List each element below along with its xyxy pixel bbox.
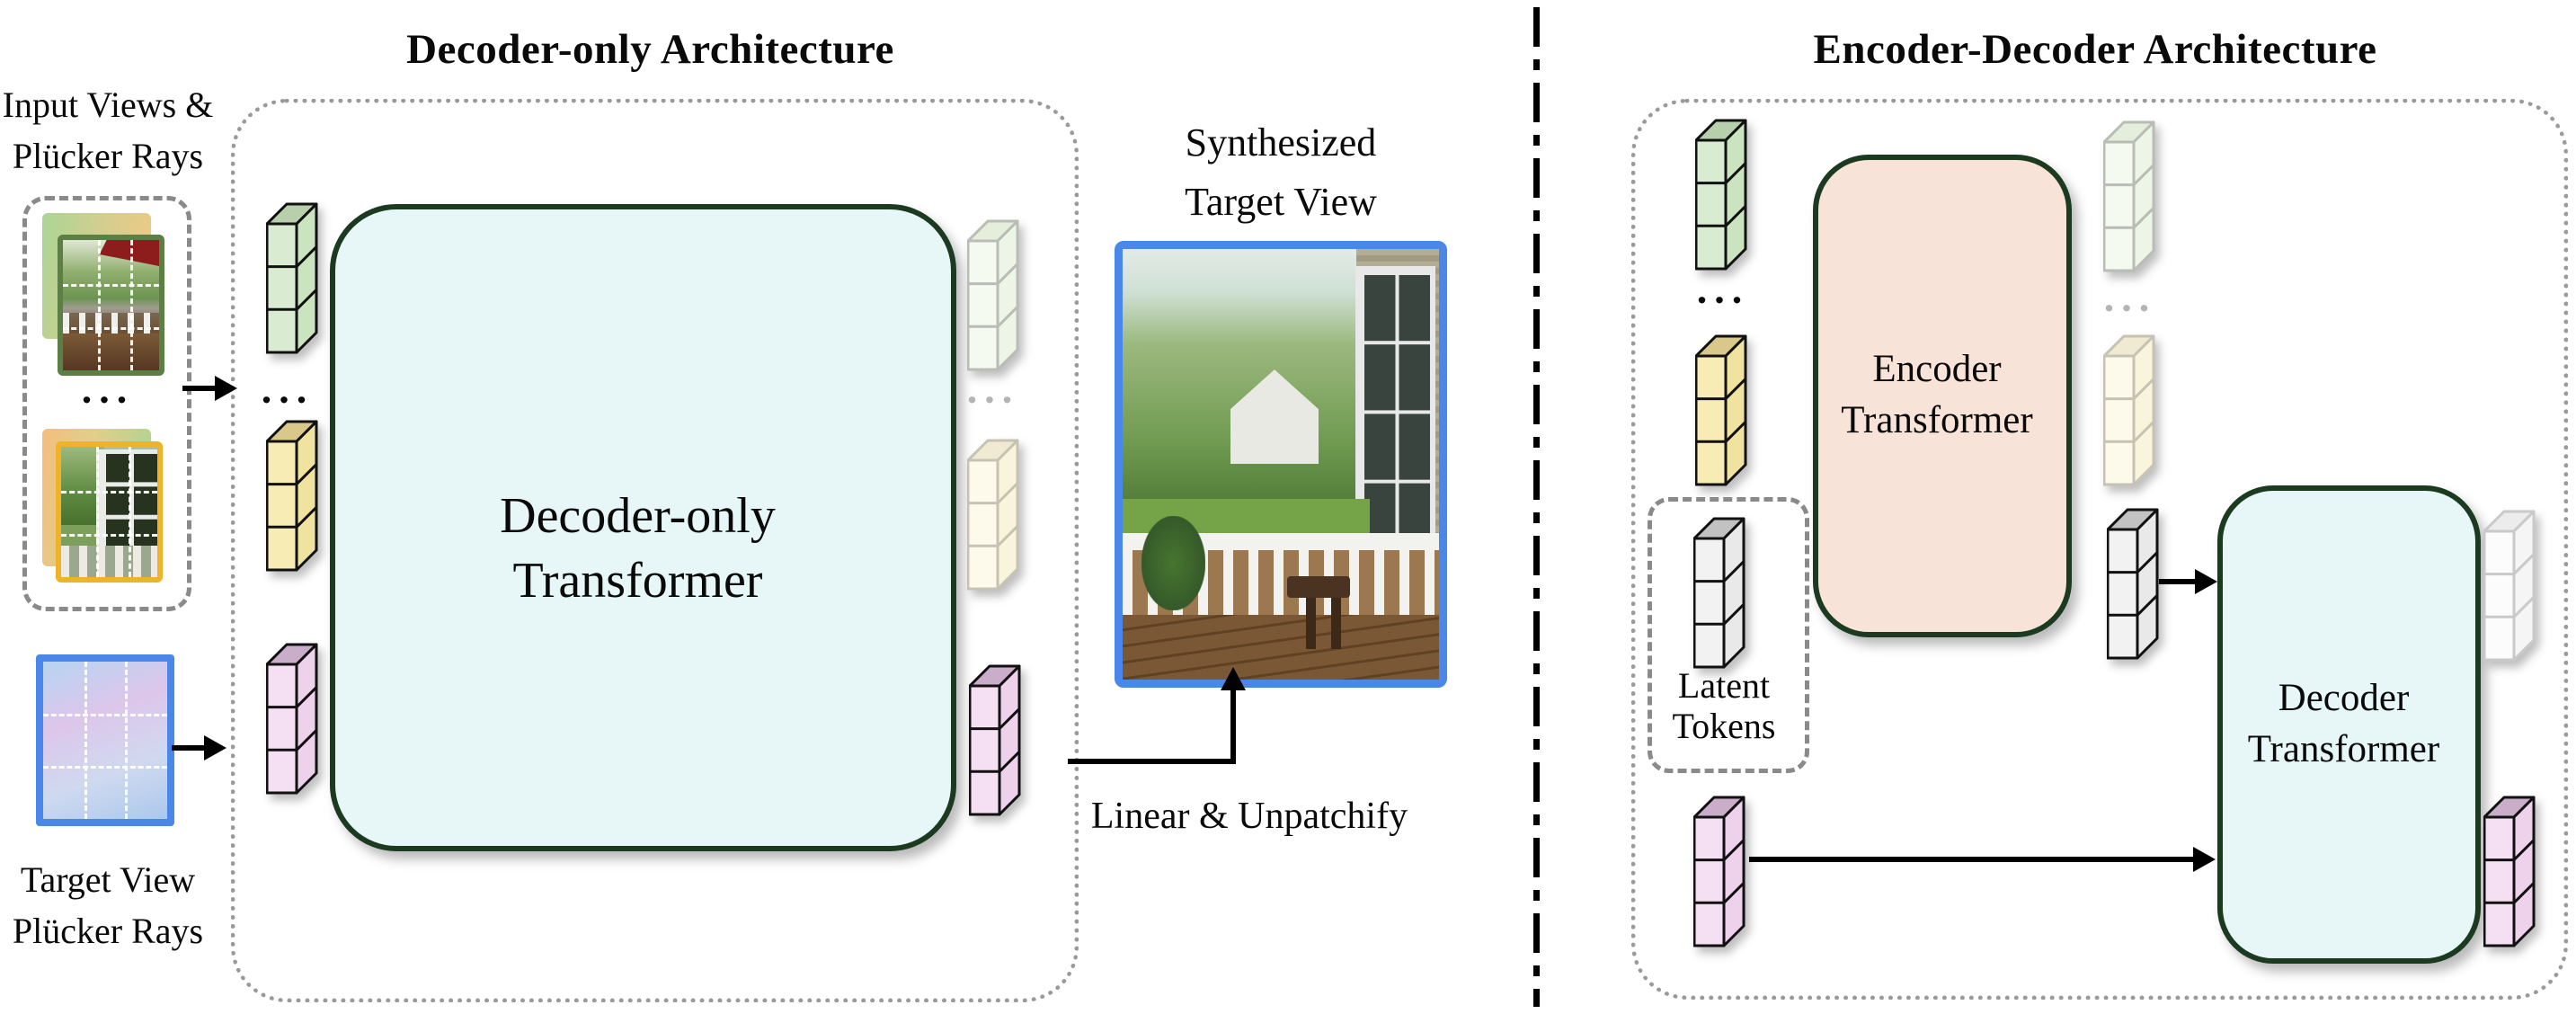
- enc-input-token-green: [1694, 118, 1747, 272]
- railing-shape: [61, 546, 157, 577]
- arrow-latent-to-decoder: [2159, 579, 2202, 584]
- encoder-decoder-panel: [1631, 99, 2568, 1000]
- grid-line: [63, 284, 159, 288]
- grid-line: [97, 240, 101, 370]
- synthesized-view-photo: [1115, 241, 1447, 688]
- grid-line: [61, 491, 157, 494]
- output-token-ellipsis: ...: [966, 366, 1020, 412]
- grid-line: [129, 240, 133, 370]
- enc-input-ellipsis: ...: [1696, 266, 1750, 312]
- target-plucker-label-line1: Target View: [20, 859, 196, 900]
- encoder-transformer-label: Encoder Transformer: [1813, 343, 2061, 446]
- grid-line: [128, 447, 131, 577]
- enc-output-ellipsis: ...: [2103, 274, 2157, 320]
- output-token-green-faded: [966, 218, 1019, 373]
- arrow-inputs-to-tokens-head: [215, 376, 237, 401]
- enc-output-token-green-faded: [2102, 120, 2155, 274]
- plucker-gradient: [43, 662, 167, 819]
- latent-tokens-box: [1648, 497, 1809, 773]
- grid-line: [61, 534, 157, 538]
- enc-input-token-yellow: [1694, 334, 1747, 488]
- decoder-only-transformer-label: Decoder-only Transformer: [330, 484, 946, 613]
- decoder-only-transformer-box: [330, 204, 956, 851]
- input-view-2-photo: [56, 441, 163, 583]
- arrow-target-token-to-decoder-head: [2193, 847, 2216, 872]
- decoder-only-title: Decoder-only Architecture: [406, 26, 894, 73]
- decoder-transformer-label-line1: Decoder: [2278, 677, 2410, 719]
- target-plucker-label: Target View Plücker Rays: [0, 854, 216, 956]
- railing-shape: [63, 313, 159, 334]
- arrow-inputs-to-tokens: [182, 386, 217, 391]
- arrow-latent-to-decoder-head: [2195, 569, 2217, 594]
- grid-line: [95, 447, 99, 577]
- decoder-only-panel: [231, 99, 1079, 1002]
- decoder-only-transformer-label-line1: Decoder-only: [500, 488, 776, 544]
- input-view-1-photo: [58, 235, 164, 376]
- encoder-transformer-label-line2: Transformer: [1841, 399, 2033, 441]
- input-views-label-line1: Input Views &: [2, 84, 214, 125]
- decoder-transformer-label: Decoder Transformer: [2217, 672, 2470, 775]
- grid-line: [43, 765, 167, 769]
- target-plucker-label-line2: Plücker Rays: [12, 911, 204, 951]
- input-views-label: Input Views & Plücker Rays: [0, 79, 216, 182]
- table-shape: [1287, 576, 1351, 598]
- synthesized-view-label: Synthesized Target View: [1115, 113, 1447, 232]
- window-shape: [95, 449, 157, 547]
- input-token-green: [265, 201, 318, 356]
- decoder-only-transformer-label-line2: Transformer: [512, 553, 763, 609]
- enc-output-token-yellow-faded: [2102, 334, 2155, 488]
- table-leg-shape: [1331, 597, 1341, 650]
- input-views-box: [22, 196, 191, 611]
- target-ray-token-pink-right: [1692, 795, 1745, 949]
- linear-unpatchify-arrow-head: [1221, 667, 1246, 690]
- synthesized-view-label-line1: Synthesized: [1185, 120, 1377, 165]
- plant-shape: [1141, 515, 1205, 611]
- decoder-transformer-box: [2217, 485, 2481, 964]
- grid-line: [125, 662, 129, 819]
- output-token-yellow-faded: [966, 438, 1019, 592]
- arrow-target-to-token-head: [204, 735, 227, 760]
- latent-tokens-label: Latent Tokens: [1648, 665, 1800, 746]
- synthesized-view-label-line2: Target View: [1185, 180, 1377, 224]
- panel-divider: [1533, 7, 1540, 1007]
- linear-unpatchify-arrow-horizontal: [1068, 759, 1233, 764]
- encoder-transformer-label-line1: Encoder: [1872, 348, 2002, 390]
- latent-tokens-label-line2: Tokens: [1672, 706, 1776, 746]
- linear-unpatchify-label: Linear & Unpatchify: [1090, 796, 1408, 837]
- decoder-transformer-label-line2: Transformer: [2247, 728, 2440, 770]
- latent-tokens-label-line1: Latent: [1677, 665, 1771, 706]
- target-ray-token-pink: [265, 642, 318, 796]
- input-views-ellipsis: ...: [81, 366, 135, 412]
- table-leg-shape: [1306, 597, 1316, 650]
- output-token-pink: [968, 663, 1021, 818]
- input-token-yellow: [265, 419, 318, 574]
- grid-line: [84, 662, 87, 819]
- arrow-target-token-to-decoder: [1749, 857, 2197, 862]
- linear-unpatchify-arrow-vertical: [1230, 689, 1236, 764]
- dec-output-token-pink: [2483, 795, 2536, 949]
- encoder-transformer-box: [1813, 155, 2072, 637]
- target-plucker-image: [36, 654, 174, 826]
- input-views-label-line2: Plücker Rays: [12, 136, 204, 176]
- encoder-decoder-title: Encoder-Decoder Architecture: [1813, 26, 2377, 73]
- dec-output-token-white-faded: [2483, 509, 2536, 663]
- latent-token-gray: [1692, 516, 1745, 671]
- arrow-target-to-token: [172, 745, 206, 751]
- grid-line: [43, 713, 167, 716]
- input-token-ellipsis: ...: [261, 366, 315, 412]
- deck-shape: [1123, 615, 1439, 680]
- latent-output-token-gray: [2106, 507, 2159, 662]
- grid-line: [63, 327, 159, 331]
